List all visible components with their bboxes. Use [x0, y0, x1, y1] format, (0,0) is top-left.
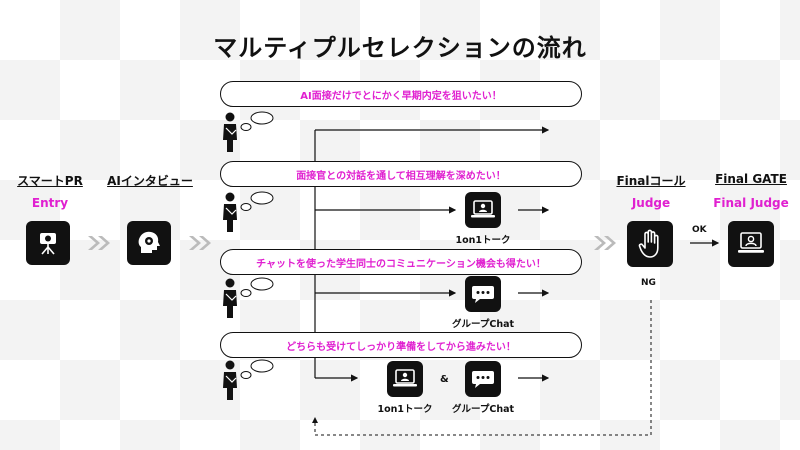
thinking-person-icon [223, 359, 274, 400]
ng-loop-dashed [312, 300, 652, 436]
stage-final-gate-sub: Final Judge [713, 196, 789, 210]
camera-icon [26, 221, 70, 265]
laptop-person-icon [728, 221, 774, 267]
route-4-bubble: どちらも受けてしっかり準備をしてから進みたい！ [220, 332, 582, 358]
stage-final-gate-label: Final GATE [715, 172, 787, 186]
stage-final-call-label: Finalコール [616, 174, 686, 188]
laptop-person-icon [387, 361, 423, 397]
stage-final-call-sub: Judge [631, 196, 671, 210]
route-2-bubble: 面接官との対話を通して相互理解を深めたい！ [220, 161, 582, 187]
hand-icon [627, 221, 673, 267]
route-1-bubble: AI面接だけでとにかく早期内定を狙いたい！ [220, 81, 582, 107]
output-caption: 1on1トーク [377, 404, 433, 415]
chevrons [88, 236, 616, 250]
thinking-person-icon [223, 111, 274, 152]
output-caption: グループChat [451, 404, 515, 415]
chat-bubble-icon [465, 361, 501, 397]
page-title: マルティプルセレクションの流れ [213, 34, 587, 62]
chat-bubble-icon [465, 276, 501, 312]
joiner-ampersand: & [440, 374, 449, 385]
stage-smartpr-label: スマートPR [17, 174, 83, 188]
output-caption: グループChat [451, 319, 515, 330]
output-caption: 1on1トーク [455, 235, 511, 246]
laptop-person-icon [465, 192, 501, 228]
thinking-person-icon [223, 191, 274, 232]
stage-smartpr-sub: Entry [31, 196, 69, 210]
stage-ai-label: AIインタビュー [107, 174, 193, 188]
ok-label: OK [692, 225, 707, 235]
thinking-person-icon [223, 277, 274, 318]
ai-head-icon [127, 221, 171, 265]
route-3-bubble: チャットを使った学生同士のコミュニケーション機会も得たい！ [220, 249, 582, 275]
ng-label: NG [641, 278, 656, 288]
